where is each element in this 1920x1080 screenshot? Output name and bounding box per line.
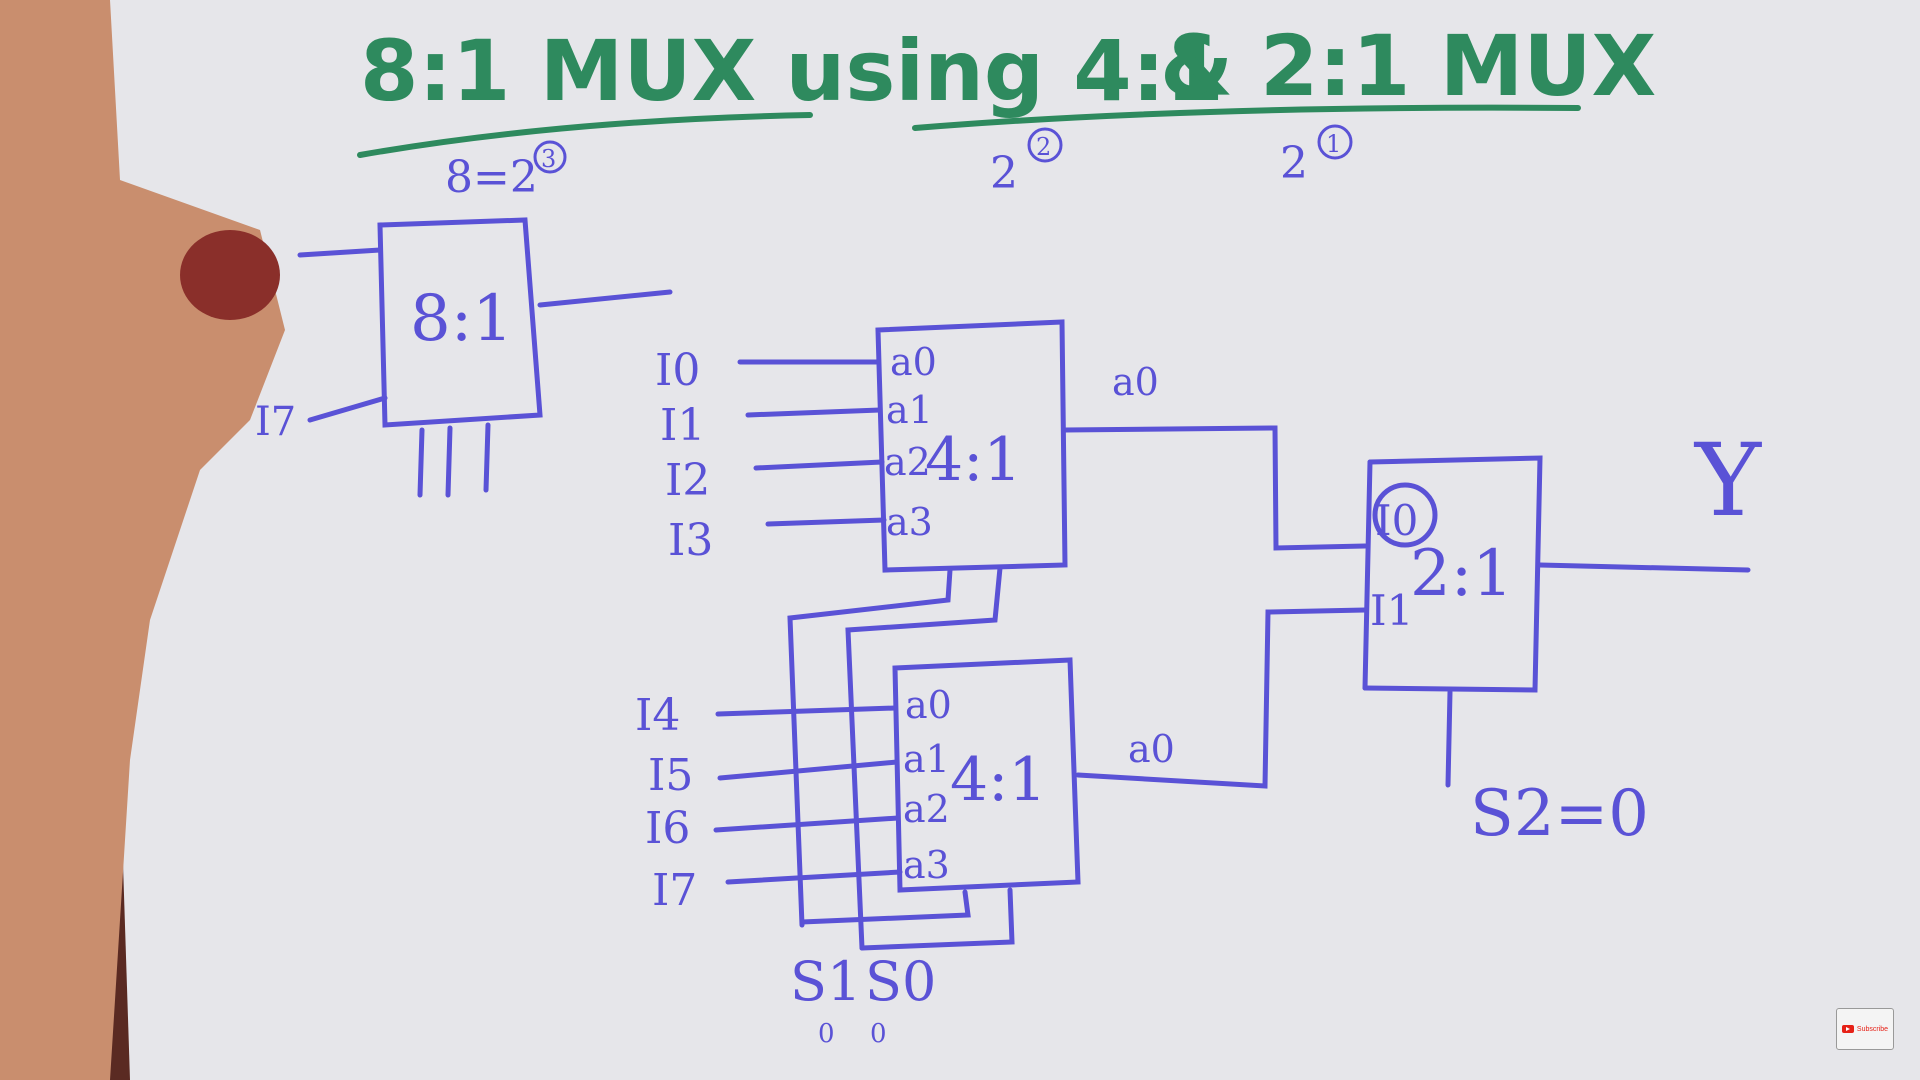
mux8-label: 8:1 <box>410 282 513 356</box>
annotation-4-exp: 2 <box>1036 133 1051 161</box>
mux2-pin-i1: I1 <box>1370 586 1413 635</box>
select-s0-label: S0 <box>865 950 936 1013</box>
mux2-select-label: S2=0 <box>1470 777 1649 851</box>
title-underline-left <box>357 112 813 158</box>
mux4-bottom-block <box>713 607 1368 893</box>
annotation-2-base: 2 <box>1280 138 1308 189</box>
mux4-bottom-output-label: a0 <box>1128 727 1175 771</box>
mux4-top-input-i2: I2 <box>665 455 710 506</box>
annotation-2-exp: 1 <box>1326 130 1341 158</box>
paper-sheet <box>95 0 1920 1080</box>
select-s1-label: S1 <box>790 950 861 1013</box>
mux4-top-label: 4:1 <box>925 425 1022 495</box>
mux4-bottom-input-i4: I4 <box>635 690 680 741</box>
mux4-top-input-i1: I1 <box>660 400 705 451</box>
mux4-top-input-i0: I0 <box>655 345 700 396</box>
mux4-top-pin-a2: a2 <box>884 440 931 484</box>
mux4-bottom-pin-a3: a3 <box>903 843 950 887</box>
mux2-label: 2:1 <box>1410 537 1513 611</box>
mux4-bottom-label: 4:1 <box>950 745 1047 815</box>
mux4-bottom-pin-a1: a1 <box>903 737 950 781</box>
mux4-top-pin-a3: a3 <box>886 500 933 544</box>
mux2-pin-i0: I0 <box>1375 496 1418 545</box>
mux4-top-block <box>737 319 1368 573</box>
mux8-block <box>297 217 673 498</box>
mux8-input-i7: I7 <box>255 399 296 445</box>
mux4-bottom-pin-a2: a2 <box>903 787 950 831</box>
youtube-icon <box>1841 1025 1854 1033</box>
select-s1-value: 0 <box>818 1019 835 1049</box>
select-lines <box>787 565 1015 951</box>
mux4-top-pin-a1: a1 <box>886 388 933 432</box>
mux4-bottom-input-i5: I5 <box>648 750 693 801</box>
mux4-top-output-label: a0 <box>1112 360 1159 404</box>
mux4-bottom-input-i7: I7 <box>652 865 697 916</box>
subscribe-label: Subscribe <box>1856 1025 1889 1033</box>
select-s0-value: 0 <box>870 1019 887 1049</box>
mux4-bottom-pin-a0: a0 <box>905 683 952 727</box>
title-part2: 2:1 MUX <box>1260 17 1656 115</box>
title-ampersand: & <box>1160 17 1233 115</box>
fingernail <box>180 230 280 320</box>
annotation-4-base: 2 <box>990 148 1018 199</box>
mux2-block <box>1362 455 1751 788</box>
mux4-top-pin-a0: a0 <box>890 340 937 384</box>
subscribe-button[interactable]: Subscribe <box>1836 1008 1894 1050</box>
mux4-bottom-input-i6: I6 <box>645 803 690 854</box>
title-part1: 8:1 MUX using 4:1 <box>360 22 1224 120</box>
title-underline-right <box>912 104 1581 131</box>
output-y-label: Y <box>1693 422 1762 539</box>
annotation-8-power: 8=2 <box>445 152 538 203</box>
annotation-8-exp: 3 <box>541 145 556 173</box>
mux4-top-input-i3: I3 <box>668 515 713 566</box>
